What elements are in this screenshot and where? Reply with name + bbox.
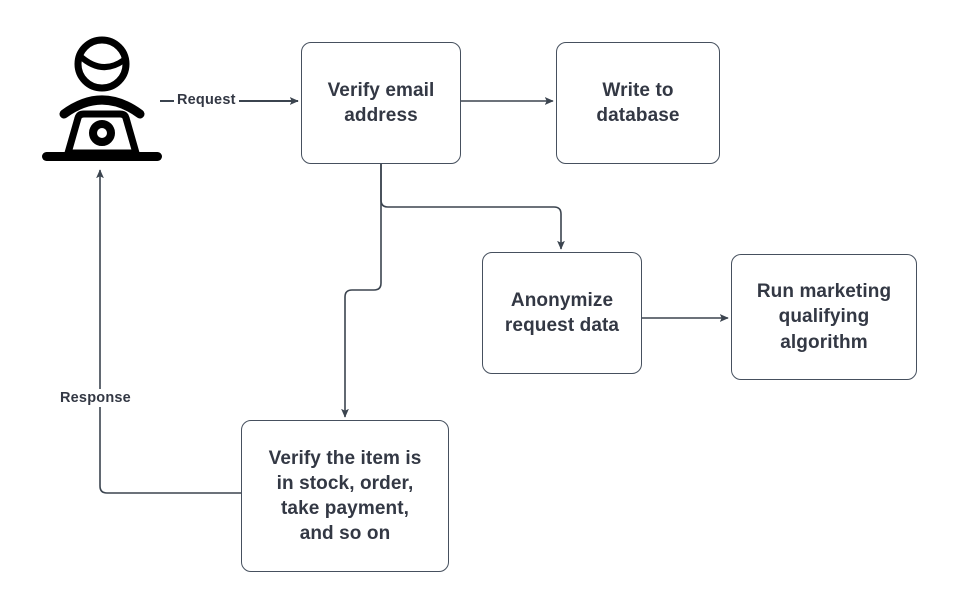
node-verify-email[interactable]: Verify email address <box>301 42 461 164</box>
edge-to-verify-item <box>341 164 382 418</box>
node-run-marketing[interactable]: Run marketing qualifying algorithm <box>731 254 917 380</box>
node-anonymize[interactable]: Anonymize request data <box>482 252 642 374</box>
edge-label-response: Response <box>57 389 134 407</box>
edge-response <box>96 169 241 494</box>
edge-to-anonymize <box>380 164 565 250</box>
node-verify-item[interactable]: Verify the item is in stock, order, take… <box>241 420 449 572</box>
node-write-database[interactable]: Write to database <box>556 42 720 164</box>
edge-label-request: Request <box>174 91 239 109</box>
person-at-laptop-icon <box>42 36 162 161</box>
